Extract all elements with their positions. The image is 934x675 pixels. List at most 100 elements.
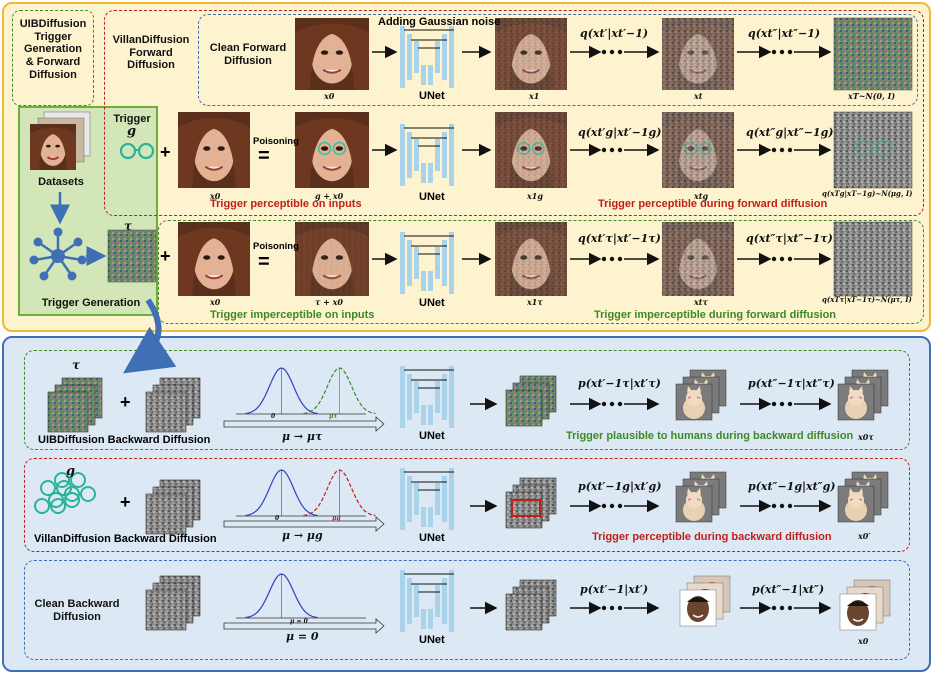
row1-xT: xT~N(0, I) bbox=[848, 91, 896, 101]
clean-forward-title: Clean Forward Diffusion bbox=[209, 42, 287, 67]
clean-forward-box bbox=[198, 14, 918, 106]
row2-xt: xtg bbox=[694, 191, 709, 201]
uib-cat-mid bbox=[675, 369, 727, 421]
uib-tau-symbol: τ bbox=[72, 358, 81, 372]
row2-x1: x1g bbox=[527, 191, 543, 201]
row3-noise-xT bbox=[833, 221, 913, 297]
tau-symbol-top: τ bbox=[124, 219, 133, 233]
uib-backward-title: UIBDiffusion Backward Diffusion bbox=[38, 434, 211, 446]
unet-label-4: UNet bbox=[419, 430, 445, 442]
villan-dots-1 bbox=[601, 503, 623, 509]
uib-x0: x0τ bbox=[858, 432, 874, 442]
row2-face-x0 bbox=[178, 112, 250, 188]
clean-backward-title: Clean Backward Diffusion bbox=[34, 598, 120, 623]
row3-dots-1 bbox=[601, 256, 623, 262]
row1-dots-2 bbox=[771, 49, 793, 55]
villan-mu-map: μ → μg bbox=[282, 529, 323, 542]
uib-forward-box bbox=[12, 10, 94, 106]
row3-tx0: τ + x0 bbox=[315, 297, 343, 307]
villan-axis-mu: μg bbox=[332, 515, 341, 522]
villan-title: VillanDiffusion Forward Diffusion bbox=[112, 34, 190, 72]
row3-face-x1 bbox=[495, 222, 567, 296]
poisoning-label-2: Poisoning bbox=[253, 241, 299, 252]
poisoning-label-1: Poisoning bbox=[253, 136, 299, 147]
row2-caption-left: Trigger perceptible on inputs bbox=[210, 198, 362, 210]
villan-noise-stack bbox=[145, 479, 201, 535]
row3-x1: x1τ bbox=[527, 297, 543, 307]
villan-backward-caption: Trigger perceptible during backward diff… bbox=[592, 531, 832, 543]
unet-label-1: UNet bbox=[419, 90, 445, 102]
uib-p2: p(xt″−1τ|xt″τ) bbox=[748, 377, 835, 390]
glasses-icon bbox=[119, 142, 155, 160]
row2-noise-glasses-2 bbox=[875, 139, 893, 157]
uib-axis-zero: 0 bbox=[271, 413, 276, 420]
clean-p2: p(xt″−1|xt″) bbox=[752, 583, 825, 596]
clean-dots-1 bbox=[601, 605, 623, 611]
plus-sign-4: + bbox=[160, 246, 171, 266]
villan-x0: x0′ bbox=[858, 531, 871, 541]
clean-backward-box bbox=[24, 560, 910, 660]
villan-p1: p(xt′−1g|xt′g) bbox=[578, 480, 662, 493]
row1-xt: xt bbox=[694, 91, 703, 101]
uib-title: UIBDiffusion Trigger Generation & Forwar… bbox=[19, 18, 87, 81]
plus-sign-1: + bbox=[120, 392, 131, 412]
row1-x0: x0 bbox=[324, 91, 335, 101]
trigger-g-symbol: g bbox=[127, 124, 137, 139]
villan-trigger-highlight bbox=[511, 499, 541, 517]
uib-mu-map: μ → μτ bbox=[282, 430, 323, 443]
clean-axis-mu0: μ = 0 bbox=[290, 618, 308, 625]
clean-curve bbox=[236, 573, 366, 619]
villan-sample-stack bbox=[505, 477, 557, 529]
clean-mu-map: μ = 0 bbox=[286, 630, 319, 643]
row3-face-tx0 bbox=[295, 222, 369, 296]
clean-face-mid bbox=[679, 575, 731, 627]
plus-sign-3: + bbox=[160, 142, 171, 162]
row2-dots-2 bbox=[771, 147, 793, 153]
row3-face-xt bbox=[662, 222, 734, 296]
row2-dots-1 bbox=[601, 147, 623, 153]
row1-noise-xT bbox=[833, 17, 913, 91]
datasets-face bbox=[30, 124, 76, 170]
row1-face-x1 bbox=[495, 18, 567, 90]
row3-dots-2 bbox=[771, 256, 793, 262]
row2-gx0: g + x0 bbox=[315, 191, 344, 201]
row2-noise-glasses bbox=[855, 139, 873, 157]
row1-x1: x1 bbox=[529, 91, 540, 101]
row1-dots-1 bbox=[601, 49, 623, 55]
row3-face-x0 bbox=[178, 222, 250, 296]
villan-backward-box bbox=[24, 458, 910, 552]
uib-trigger-stack bbox=[47, 377, 103, 433]
row3-xt: xtτ bbox=[694, 297, 708, 307]
uib-p1: p(xt′−1τ|xt′τ) bbox=[578, 377, 661, 390]
row1-face-x0 bbox=[295, 18, 369, 90]
uib-row-box bbox=[158, 220, 924, 324]
row2-final: q(xTg|xT−1g)~N(μg, I) bbox=[822, 189, 913, 198]
plus-sign-2: + bbox=[120, 492, 131, 512]
clean-face-final bbox=[839, 579, 891, 631]
row1-q2: q(xt″|xt″−1) bbox=[748, 27, 821, 40]
row1-face-xt bbox=[662, 18, 734, 90]
row2-face-x1 bbox=[495, 112, 567, 188]
villan-p2: p(xt″−1g|xt″g) bbox=[748, 480, 836, 493]
clean-noise-stack bbox=[145, 575, 201, 631]
clean-mu-arrow bbox=[223, 618, 385, 634]
row2-face-xt bbox=[662, 112, 734, 188]
curved-arrow bbox=[123, 298, 177, 374]
clean-sample-stack bbox=[505, 579, 557, 631]
row2-q2: q(xt″g|xt″−1g) bbox=[746, 126, 834, 139]
uib-cat-final bbox=[837, 369, 889, 421]
uib-unet bbox=[400, 366, 454, 428]
glasses-stack-icon bbox=[34, 472, 96, 514]
trigger-tau-image bbox=[107, 229, 157, 283]
villan-dots-2 bbox=[771, 503, 793, 509]
row2-face-gx0 bbox=[295, 112, 369, 188]
row3-q1: q(xt′τ|xt′−1τ) bbox=[578, 232, 661, 245]
uib-noise-stack bbox=[145, 377, 201, 433]
row3-caption-right: Trigger imperceptible during forward dif… bbox=[594, 309, 837, 321]
row2-unet bbox=[400, 124, 454, 186]
row3-q2: q(xt″τ|xt″−1τ) bbox=[746, 232, 833, 245]
row2-caption-right: Trigger perceptible during forward diffu… bbox=[598, 198, 828, 210]
unet-label-3: UNet bbox=[419, 297, 445, 309]
villan-forward-box bbox=[104, 10, 924, 216]
